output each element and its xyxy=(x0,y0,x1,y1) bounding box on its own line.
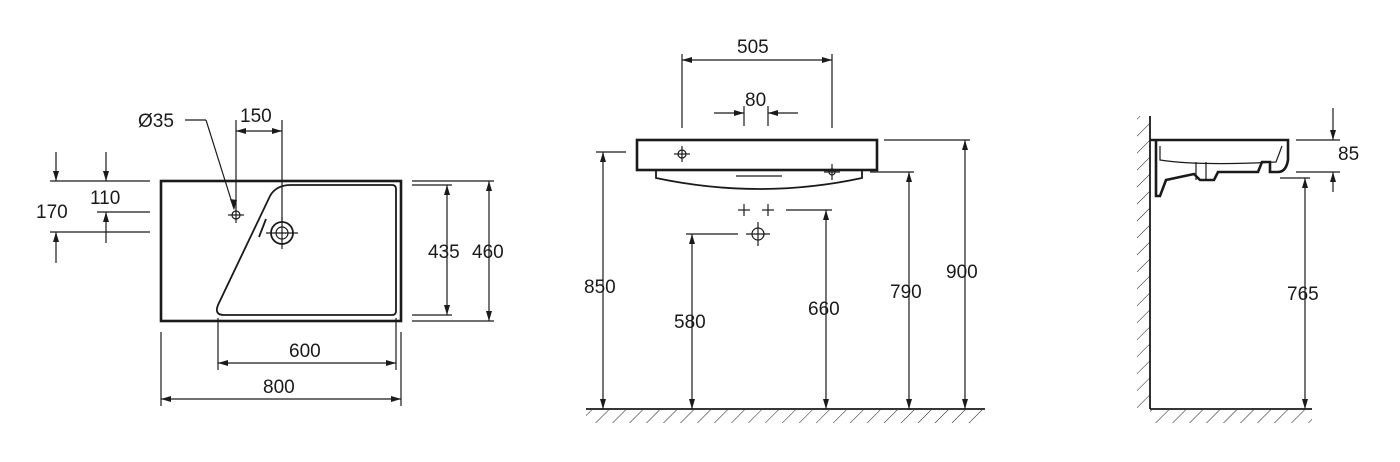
side-thickness-label: 85 xyxy=(1338,144,1359,165)
fixing-points-icon xyxy=(738,204,774,216)
height-790-label: 790 xyxy=(890,282,922,303)
floor-hatch xyxy=(586,410,985,423)
height-580-label: 580 xyxy=(674,312,706,333)
waste-outlet-icon xyxy=(746,222,770,246)
left-inner-label: 110 xyxy=(90,188,120,209)
side-height-label: 765 xyxy=(1287,284,1319,305)
total-width-label: 800 xyxy=(263,377,295,398)
front-overflow-icon xyxy=(824,164,840,180)
basin-side-profile xyxy=(1150,138,1290,198)
basin-bowl xyxy=(215,184,397,316)
basin-front xyxy=(635,138,879,172)
height-850-label: 850 xyxy=(584,277,616,298)
hole-diameter-label: Ø35 xyxy=(138,111,174,132)
top-width-label: 505 xyxy=(737,37,769,58)
side-view: 85 765 xyxy=(1137,108,1359,423)
tap-offset-label: 150 xyxy=(240,106,272,127)
left-outer-label: 170 xyxy=(36,202,68,223)
front-view: 505 80 850 580 660 790 xyxy=(584,37,985,423)
height-900-label: 900 xyxy=(946,262,978,283)
front-tap-hole-icon xyxy=(674,146,690,162)
basin-outline xyxy=(159,179,403,323)
plan-view: Ø35 150 170 110 435 460 xyxy=(36,106,504,406)
depth-inner-label: 435 xyxy=(428,242,460,263)
side-floor-hatch xyxy=(1150,410,1312,423)
fixing-spacing-label: 80 xyxy=(745,90,766,111)
basin-underside xyxy=(655,170,863,190)
tap-hole-icon xyxy=(228,207,244,223)
height-660-label: 660 xyxy=(808,299,840,320)
drain-icon xyxy=(258,217,298,249)
basin-width-label: 600 xyxy=(289,341,321,362)
depth-outer-label: 460 xyxy=(472,242,504,263)
wall-hatch xyxy=(1137,116,1150,409)
